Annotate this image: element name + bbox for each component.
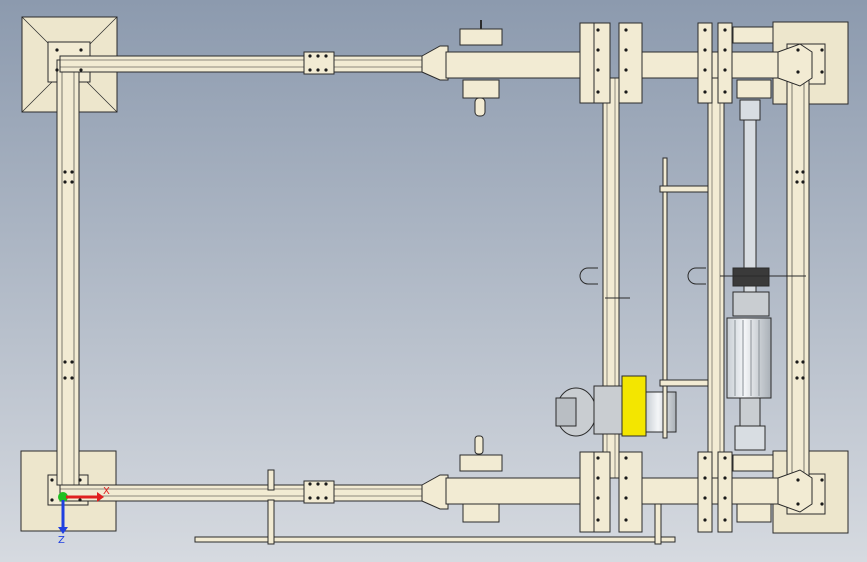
bolt-hole	[79, 68, 83, 72]
triad-origin	[58, 492, 68, 502]
pulley-unit-bottom-right	[732, 454, 774, 523]
bolt-hole	[795, 360, 799, 364]
bolt-hole	[801, 170, 805, 174]
bolt-hole	[624, 456, 628, 460]
x-arrow-head	[97, 492, 104, 502]
bolt-hole	[703, 518, 707, 522]
bolt-hole	[820, 48, 824, 52]
bolt-hole	[78, 478, 82, 482]
bolt-hole	[723, 496, 727, 500]
bolt-hole	[324, 54, 328, 58]
bolt-hole	[796, 502, 800, 506]
bolt-hole	[324, 482, 328, 486]
bolt-hole	[316, 54, 320, 58]
bolt-hole	[703, 68, 707, 72]
x-axis-label: X	[103, 486, 110, 497]
bolt-hole	[723, 90, 727, 94]
bolt-hole	[703, 456, 707, 460]
bolt-hole	[624, 476, 628, 480]
bolt-hole	[70, 180, 74, 184]
pulley-unit-top-left	[459, 20, 503, 117]
bolt-hole	[723, 476, 727, 480]
bolt-hole	[63, 376, 67, 380]
bolt-hole	[50, 498, 54, 502]
bolt-hole	[63, 170, 67, 174]
tensioner-arm	[579, 157, 806, 439]
bolt-hole	[624, 90, 628, 94]
pulley-unit-bottom-left	[459, 435, 503, 523]
bolt-hole	[795, 170, 799, 174]
bolt-hole	[820, 70, 824, 74]
bolt-hole	[703, 476, 707, 480]
bolt-hole	[324, 68, 328, 72]
bolt-hole	[820, 478, 824, 482]
bolt-hole	[324, 496, 328, 500]
bolt-hole	[316, 482, 320, 486]
bolt-hole	[624, 28, 628, 32]
bolt-hole	[78, 498, 82, 502]
bolt-hole	[308, 68, 312, 72]
bolt-hole	[308, 54, 312, 58]
bolt-hole	[316, 496, 320, 500]
bolt-hole	[70, 360, 74, 364]
z-axis-label: Z	[58, 535, 65, 546]
bolt-hole	[723, 456, 727, 460]
bolt-hole	[801, 180, 805, 184]
bolt-hole	[723, 28, 727, 32]
bolt-hole	[723, 518, 727, 522]
bolt-hole	[703, 48, 707, 52]
bolt-hole	[308, 496, 312, 500]
bolt-hole	[796, 48, 800, 52]
bolt-hole	[801, 360, 805, 364]
bolt-hole	[596, 28, 600, 32]
bolt-hole	[596, 456, 600, 460]
bolt-hole	[624, 496, 628, 500]
bolt-hole	[63, 180, 67, 184]
bolt-hole	[79, 48, 83, 52]
bolt-hole	[703, 496, 707, 500]
machine-frame	[20, 16, 849, 545]
bolt-hole	[795, 180, 799, 184]
bolt-hole	[55, 68, 59, 72]
bolt-hole	[63, 360, 67, 364]
bolt-hole	[596, 518, 600, 522]
bolt-hole	[316, 68, 320, 72]
z-arrow-head	[58, 527, 68, 534]
bolt-hole	[796, 478, 800, 482]
mid-column-right	[707, 77, 725, 479]
bolt-hole	[624, 518, 628, 522]
bolt-hole	[703, 28, 707, 32]
bolt-hole	[796, 70, 800, 74]
bolt-hole	[70, 376, 74, 380]
bottom-guide-rail	[194, 536, 676, 543]
coordinate-triad: X Z	[58, 486, 110, 546]
bolt-hole	[795, 376, 799, 380]
left-vertical-rail	[56, 59, 80, 486]
bolt-hole	[820, 502, 824, 506]
pulley-unit-top-right	[732, 26, 774, 99]
bolt-hole	[596, 68, 600, 72]
bolt-hole	[596, 90, 600, 94]
bolt-hole	[801, 376, 805, 380]
bolt-hole	[703, 90, 707, 94]
gear-motor	[555, 375, 677, 437]
bolt-hole	[50, 478, 54, 482]
bolt-hole	[624, 68, 628, 72]
bottom-standoffs	[267, 469, 662, 545]
bolt-hole	[308, 482, 312, 486]
bolt-hole	[70, 170, 74, 174]
bracket-plates-bottom	[579, 451, 733, 533]
bolt-hole	[55, 48, 59, 52]
bolt-hole	[596, 48, 600, 52]
bolt-hole	[596, 496, 600, 500]
vertical-motor	[726, 291, 772, 451]
bracket-plates-top	[579, 22, 733, 104]
bolt-hole	[723, 68, 727, 72]
bolt-hole	[723, 48, 727, 52]
bolt-holes	[50, 28, 824, 522]
bolt-hole	[596, 476, 600, 480]
bolt-hole	[624, 48, 628, 52]
